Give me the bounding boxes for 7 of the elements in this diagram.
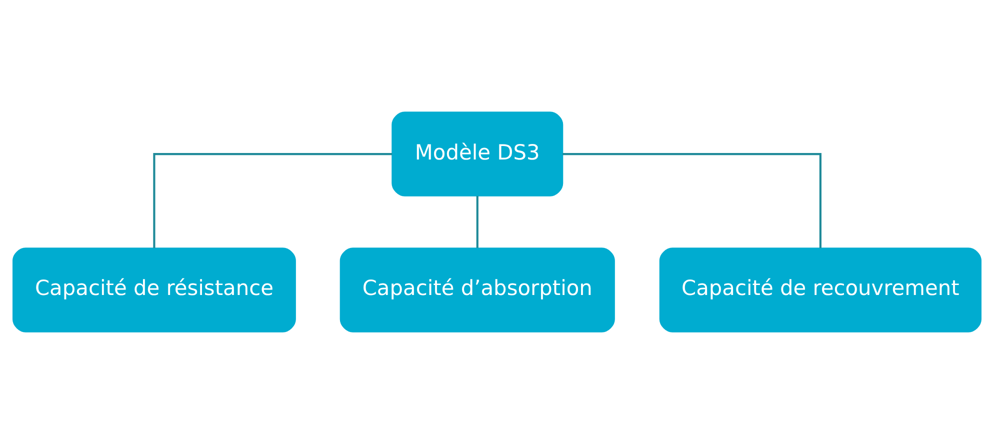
connector [562,152,822,248]
connector [476,195,478,248]
node-box: Capacité de résistance [12,247,296,332]
node-box: Modèle DS3 [392,111,564,196]
node-box: Capacité d’absorption [340,247,615,332]
node-box: Capacité de recouvrement [659,247,982,332]
connector [153,152,392,248]
